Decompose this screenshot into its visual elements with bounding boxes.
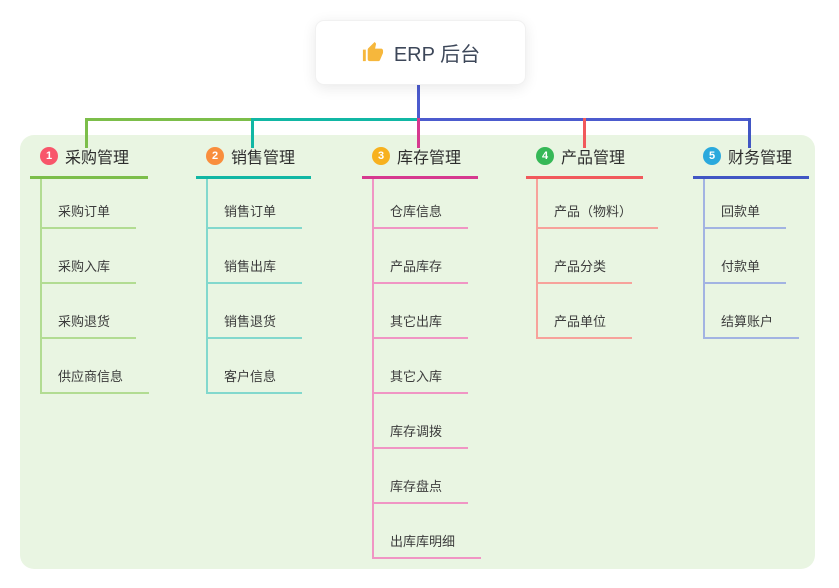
node-sales-return[interactable]: 销售退货 (206, 289, 303, 339)
branch-connector-line (40, 179, 42, 394)
branch-connector-line (703, 179, 705, 339)
branch-inventory: 3 库存管理 仓库信息 产品库存 其它出库 其它入库 库存调拨 库存盘点 出库库… (362, 146, 482, 559)
branch-product: 4 产品管理 产品（物料） 产品分类 产品单位 (526, 146, 659, 339)
node-product-category[interactable]: 产品分类 (536, 234, 633, 284)
branch-purchase: 1 采购管理 采购订单 采购入库 采购退货 供应商信息 (30, 146, 150, 394)
node-product-unit[interactable]: 产品单位 (536, 289, 633, 339)
branch-number-badge: 1 (40, 147, 58, 165)
connector-drop-finance (748, 118, 751, 148)
branch-number-badge: 2 (206, 147, 224, 165)
branch-number-badge: 5 (703, 147, 721, 165)
node-product-stock[interactable]: 产品库存 (372, 234, 469, 284)
node-customer-info[interactable]: 客户信息 (206, 344, 303, 394)
node-purchase-inbound[interactable]: 采购入库 (40, 234, 137, 284)
branch-header-product[interactable]: 4 产品管理 (526, 146, 643, 179)
branch-header-sales[interactable]: 2 销售管理 (196, 146, 311, 179)
node-purchase-order[interactable]: 采购订单 (40, 179, 137, 229)
branch-label: 销售管理 (231, 150, 296, 167)
node-payment-order[interactable]: 付款单 (703, 234, 787, 284)
connector-drop-sales (251, 118, 254, 148)
branch-connector-line (372, 179, 374, 559)
node-supplier-info[interactable]: 供应商信息 (40, 344, 150, 394)
node-outbound-detail[interactable]: 出库库明细 (372, 509, 482, 559)
root-node[interactable]: ERP 后台 (315, 20, 526, 85)
node-other-inbound[interactable]: 其它入库 (372, 344, 469, 394)
node-stock-count[interactable]: 库存盘点 (372, 454, 469, 504)
branch-number-badge: 3 (372, 147, 390, 165)
thumbs-up-icon (361, 41, 384, 64)
node-warehouse-info[interactable]: 仓库信息 (372, 179, 469, 229)
mindmap-canvas (20, 135, 815, 569)
connector-drop-inventory (417, 118, 420, 148)
node-sales-outbound[interactable]: 销售出库 (206, 234, 303, 284)
branch-label: 采购管理 (65, 150, 130, 167)
node-purchase-return[interactable]: 采购退货 (40, 289, 137, 339)
branch-number-badge: 4 (536, 147, 554, 165)
connector-horizontal-green (85, 118, 253, 121)
node-sales-order[interactable]: 销售订单 (206, 179, 303, 229)
node-product-material[interactable]: 产品（物料） (536, 179, 659, 229)
branch-label: 财务管理 (728, 150, 793, 167)
node-stock-transfer[interactable]: 库存调拨 (372, 399, 469, 449)
branch-sales: 2 销售管理 销售订单 销售出库 销售退货 客户信息 (196, 146, 311, 394)
connector-root-vertical (417, 82, 420, 119)
branch-connector-line (536, 179, 538, 339)
branch-header-purchase[interactable]: 1 采购管理 (30, 146, 148, 179)
node-other-outbound[interactable]: 其它出库 (372, 289, 469, 339)
connector-horizontal-teal (253, 118, 418, 121)
branch-label: 产品管理 (561, 150, 626, 167)
node-settlement-account[interactable]: 结算账户 (703, 289, 800, 339)
node-receipt-order[interactable]: 回款单 (703, 179, 787, 229)
branch-finance: 5 财务管理 回款单 付款单 结算账户 (693, 146, 809, 339)
branch-header-finance[interactable]: 5 财务管理 (693, 146, 809, 179)
branch-label: 库存管理 (397, 150, 462, 167)
branch-header-inventory[interactable]: 3 库存管理 (362, 146, 478, 179)
root-node-label: ERP 后台 (393, 44, 481, 66)
connector-drop-product (583, 118, 586, 148)
branch-connector-line (206, 179, 208, 394)
connector-drop-purchase (85, 118, 88, 148)
